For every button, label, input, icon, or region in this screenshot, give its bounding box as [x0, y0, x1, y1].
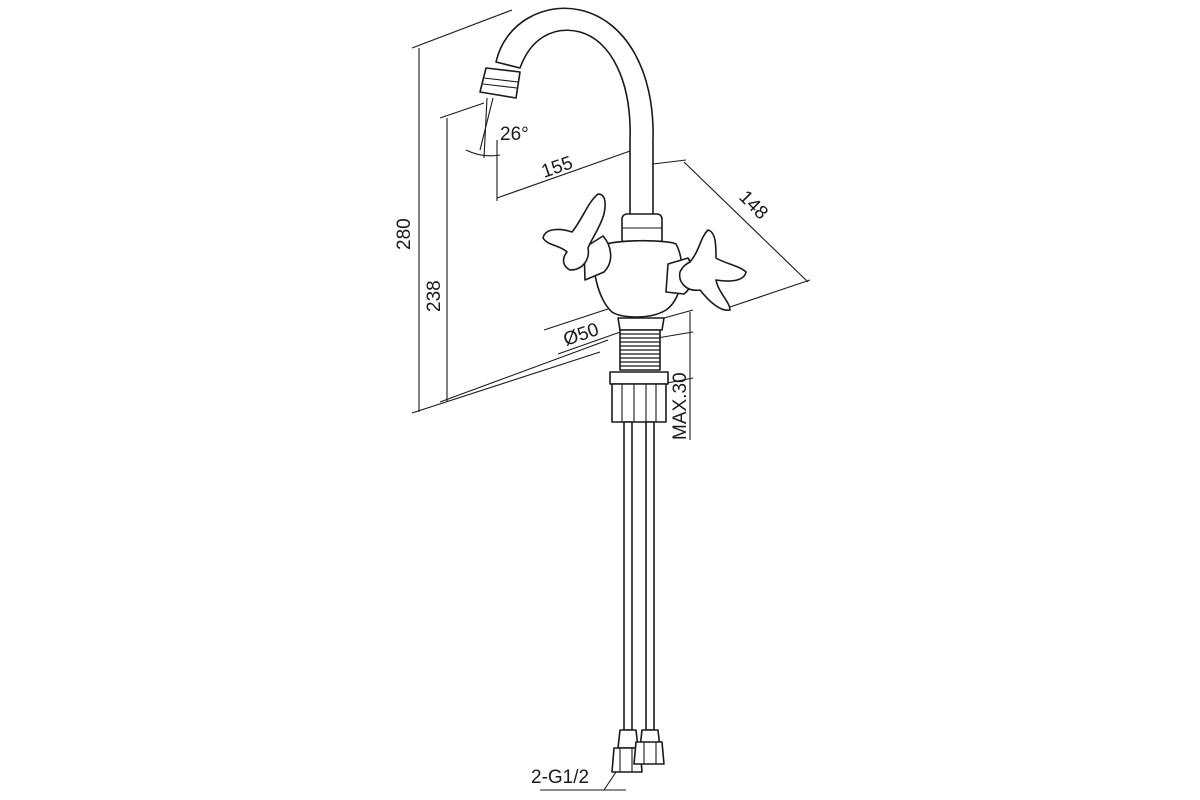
dimension-total-height: 280 [394, 218, 415, 250]
dimension-max-thickness: MAX.30 [670, 372, 691, 440]
shank-threads [620, 333, 660, 367]
dimension-angle: 26° [500, 124, 529, 145]
dimension-lines [411, 9, 811, 791]
dimension-spout-height: 238 [424, 280, 445, 312]
dimension-spout-reach: 155 [539, 153, 576, 183]
dimension-handle-span: 148 [734, 187, 771, 224]
faucet-outline [479, 7, 747, 773]
dimension-base-diameter: Ø50 [561, 319, 602, 351]
dimension-connection: 2-G1/2 [531, 767, 589, 788]
